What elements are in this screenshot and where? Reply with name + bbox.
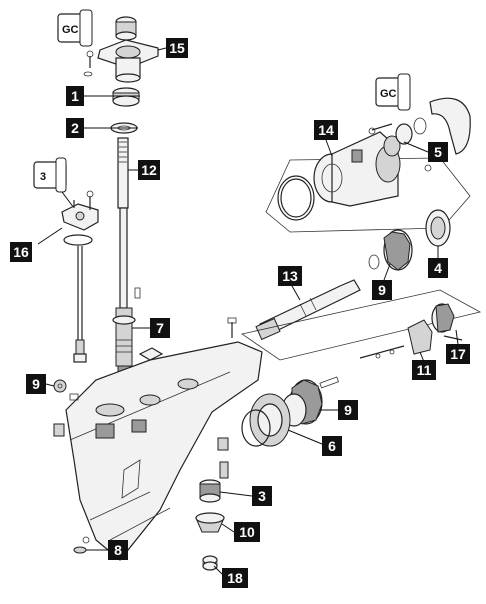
callout-7: 7 [150,318,170,338]
callout-9-left: 9 [26,374,46,394]
shift-rod-assembly: 3 [33,157,99,363]
svg-text:9: 9 [344,402,352,418]
forward-gear-assembly [368,209,451,271]
callout-3: 3 [252,486,272,506]
svg-text:10: 10 [239,524,255,540]
reverse-gear-assembly [241,376,339,447]
svg-text:8: 8 [114,542,122,558]
svg-text:16: 16 [13,244,29,260]
callout-4: 4 [428,258,448,278]
grease-icon-top: GC [57,9,93,47]
svg-text:3: 3 [40,171,46,183]
svg-text:15: 15 [169,40,185,56]
svg-text:18: 18 [227,570,243,586]
leader-lines [37,47,459,575]
svg-text:1: 1 [71,88,79,104]
callout-9-lower: 9 [338,400,358,420]
svg-text:12: 12 [141,162,157,178]
callout-18: 18 [222,568,248,588]
callout-13: 13 [278,266,302,286]
callout-2: 2 [66,118,84,138]
svg-text:11: 11 [417,362,432,378]
propeller-shaft-assembly [241,279,482,361]
svg-text:5: 5 [434,144,442,160]
grease-icon-right: GC [375,73,411,111]
callout-16: 16 [10,242,32,262]
callout-6: 6 [322,436,342,456]
callout-11: 11 [412,360,436,380]
svg-text:13: 13 [282,268,298,284]
lower-unit-housing [53,317,263,561]
svg-text:2: 2 [71,120,79,136]
callout-9-upper: 9 [372,280,392,300]
sealant-icon-left: 3 [33,157,67,193]
bearing-housing-assembly: GC [265,73,471,233]
pump-housing-assembly: GC [57,9,159,381]
svg-text:9: 9 [378,282,386,298]
callout-17: 17 [446,344,470,364]
callout-1: 1 [66,86,84,106]
svg-text:6: 6 [328,438,336,454]
svg-text:GC: GC [380,88,397,100]
svg-text:7: 7 [156,320,164,336]
svg-text:17: 17 [450,346,466,362]
callout-8: 8 [108,540,128,560]
svg-text:4: 4 [434,260,442,276]
pinion-assembly [195,437,229,571]
svg-text:9: 9 [32,376,40,392]
callout-15: 15 [166,38,188,58]
callout-12: 12 [138,160,160,180]
callout-tags: 15 1 2 12 16 7 9 14 [10,38,470,588]
callout-5: 5 [428,142,448,162]
callout-14: 14 [314,120,338,140]
svg-text:3: 3 [258,488,266,504]
callout-10: 10 [234,522,260,542]
svg-text:GC: GC [62,24,79,36]
svg-text:14: 14 [318,122,334,138]
